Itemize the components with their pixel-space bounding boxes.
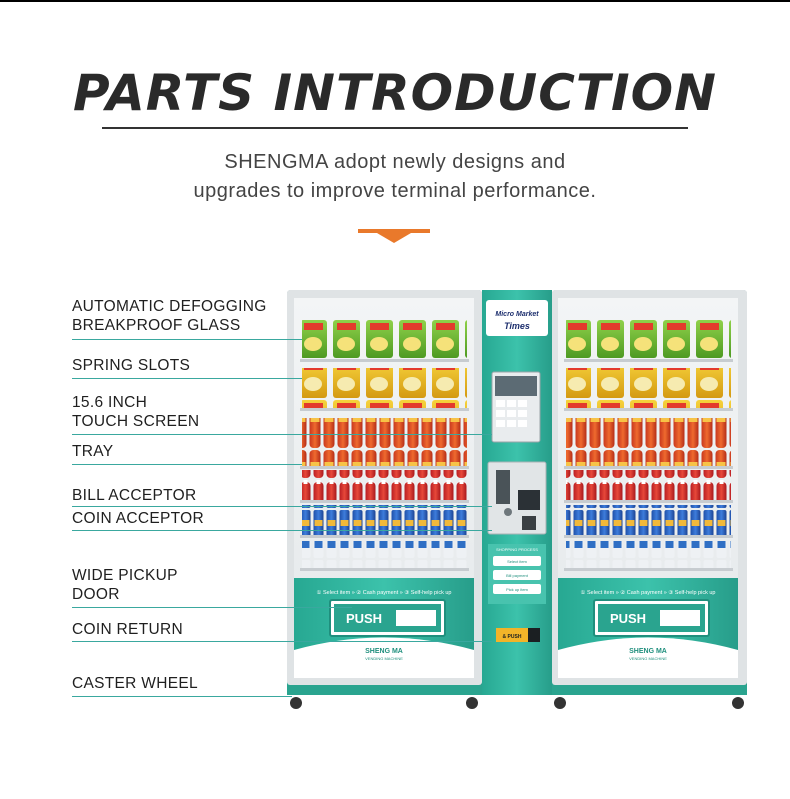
right-cabinet (552, 290, 747, 709)
subtitle: SHENGMA adopt newly designs and upgrades… (0, 148, 790, 206)
leader-pickup (72, 607, 352, 608)
label-caster: CASTER WHEEL (72, 675, 198, 692)
leader-screen (72, 434, 492, 435)
down-arrow-icon (377, 233, 411, 243)
leader-caster (72, 696, 292, 697)
left-logo-name: SHENG MA (365, 648, 403, 655)
right-logo-sub: VENDING MACHINE (629, 656, 667, 661)
label-bill: BILL ACCEPTOR (72, 487, 197, 504)
top-rule (0, 0, 790, 2)
step-1: Select item (507, 559, 527, 564)
label-coin: COIN ACCEPTOR (72, 510, 204, 527)
right-instructions: ① Select item » ② Cash payment » ③ Self-… (581, 589, 716, 596)
label-pickup-line-2: DOOR (72, 586, 120, 603)
leader-bill (72, 506, 492, 507)
leader-coin (72, 530, 492, 531)
left-push-label: PUSH (346, 611, 382, 626)
label-spring: SPRING SLOTS (72, 357, 191, 374)
step-3: Pick up item (506, 587, 528, 592)
left-logo-sub: VENDING MACHINE (365, 656, 403, 661)
label-pickup: WIDE PICKUP DOOR (72, 566, 178, 604)
coin-return-button-label: & PUSH (503, 634, 522, 640)
right-logo-name: SHENG MA (629, 648, 667, 655)
leader-glass (72, 339, 302, 340)
left-cabinet (287, 290, 482, 709)
brand-line-2: Times (504, 321, 530, 331)
label-glass: AUTOMATIC DEFOGGING BREAKPROOF GLASS (72, 297, 267, 335)
shopping-process: SHOPPING PROCESS (496, 547, 538, 552)
page-title: PARTS INTRODUCTION (73, 64, 717, 122)
label-screen-line-2: TOUCH SCREEN (72, 413, 200, 430)
step-2: Bill payment (506, 573, 529, 578)
center-panel (482, 290, 552, 695)
label-screen: 15.6 INCH TOUCH SCREEN (72, 393, 199, 431)
label-tray: TRAY (72, 443, 114, 460)
title-underline (102, 127, 688, 129)
label-pickup-line-1: WIDE PICKUP (72, 567, 178, 584)
arrow-bar (358, 229, 430, 233)
leader-coin-return (72, 641, 492, 642)
right-push-label: PUSH (610, 611, 646, 626)
leader-tray (72, 464, 302, 465)
left-instructions: ① Select item » ② Cash payment » ③ Self-… (317, 589, 452, 596)
subtitle-line-1: SHENGMA adopt newly designs and (224, 151, 566, 173)
brand-line-1: Micro Market (495, 311, 539, 318)
label-coin-return: COIN RETURN (72, 621, 183, 638)
leader-spring (72, 378, 302, 379)
subtitle-line-2: upgrades to improve terminal performance… (193, 180, 597, 202)
label-glass-line-1: AUTOMATIC DEFOGGING (72, 298, 267, 315)
label-screen-line-1: 15.6 INCH (72, 394, 148, 411)
label-glass-line-2: BREAKPROOF GLASS (72, 317, 241, 334)
